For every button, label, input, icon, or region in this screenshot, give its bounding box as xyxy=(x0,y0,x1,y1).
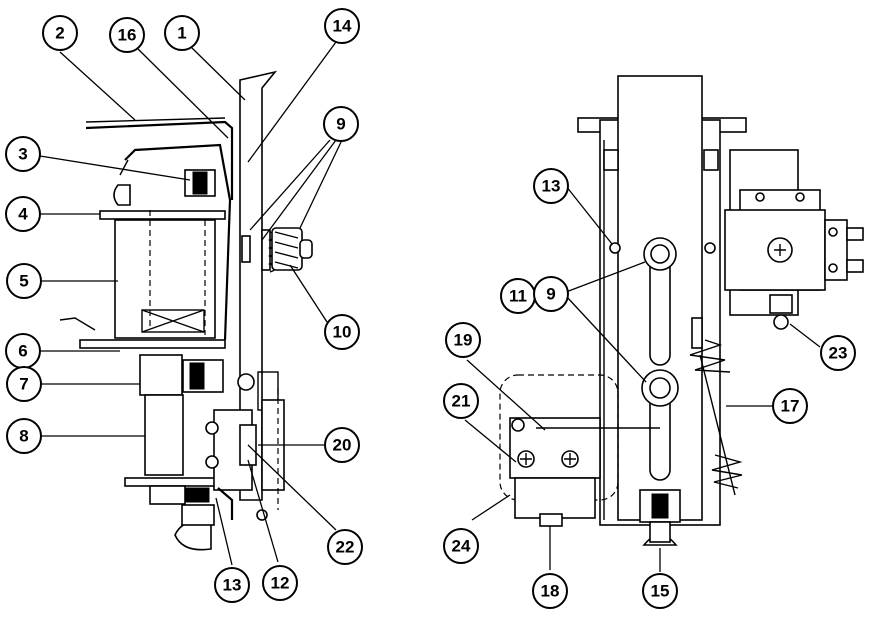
callout-13-right: 13 xyxy=(533,168,569,204)
svg-text:23: 23 xyxy=(829,344,848,363)
svg-text:21: 21 xyxy=(452,392,471,411)
callout-7: 7 xyxy=(6,366,42,402)
spring-coil xyxy=(271,227,313,271)
svg-text:18: 18 xyxy=(541,582,560,601)
callout-1: 1 xyxy=(164,15,200,51)
callout-5: 5 xyxy=(6,263,42,299)
callout-2: 2 xyxy=(42,15,78,51)
callout-4: 4 xyxy=(5,196,41,232)
svg-text:8: 8 xyxy=(19,427,28,446)
svg-text:1: 1 xyxy=(177,24,186,43)
svg-text:14: 14 xyxy=(333,17,352,36)
svg-text:4: 4 xyxy=(18,205,28,224)
callout-12: 12 xyxy=(262,565,298,601)
callout-11: 11 xyxy=(500,278,536,314)
svg-text:9: 9 xyxy=(336,115,345,134)
svg-text:16: 16 xyxy=(118,26,137,45)
right-front-assembly xyxy=(499,75,864,546)
callout-21: 21 xyxy=(443,383,479,419)
svg-text:13: 13 xyxy=(542,177,561,196)
svg-text:17: 17 xyxy=(781,397,800,416)
svg-text:15: 15 xyxy=(651,582,670,601)
svg-text:10: 10 xyxy=(333,323,352,342)
svg-text:24: 24 xyxy=(452,537,471,556)
callout-19: 19 xyxy=(445,322,481,358)
callout-8: 8 xyxy=(6,418,42,454)
callout-14: 14 xyxy=(324,8,360,44)
callout-3: 3 xyxy=(5,136,41,172)
callout-24: 24 xyxy=(443,528,479,564)
svg-text:13: 13 xyxy=(223,576,242,595)
callout-18: 18 xyxy=(532,573,568,609)
callout-23: 23 xyxy=(820,335,856,371)
callout-10: 10 xyxy=(324,314,360,350)
svg-text:6: 6 xyxy=(18,342,27,361)
callout-9-left: 9 xyxy=(323,106,359,142)
callouts: 2 16 1 14 3 9 4 5 10 6 7 8 20 22 13 12 1… xyxy=(5,8,856,609)
callout-13-left: 13 xyxy=(214,567,250,603)
callout-20: 20 xyxy=(324,427,360,463)
callout-6: 6 xyxy=(5,333,41,369)
svg-text:5: 5 xyxy=(19,272,28,291)
svg-text:2: 2 xyxy=(55,24,64,43)
left-side-assembly xyxy=(59,70,313,551)
leader-lines xyxy=(39,41,821,572)
svg-text:11: 11 xyxy=(509,287,527,306)
svg-text:9: 9 xyxy=(546,285,555,304)
svg-text:20: 20 xyxy=(333,436,352,455)
callout-16: 16 xyxy=(109,17,145,53)
svg-text:22: 22 xyxy=(336,538,355,557)
callout-15: 15 xyxy=(642,573,678,609)
callout-22: 22 xyxy=(327,529,363,565)
svg-text:3: 3 xyxy=(18,145,27,164)
callout-17: 17 xyxy=(772,388,808,424)
svg-text:7: 7 xyxy=(19,375,28,394)
svg-text:19: 19 xyxy=(454,331,473,350)
callout-9-right: 9 xyxy=(533,276,569,312)
svg-text:12: 12 xyxy=(271,574,290,593)
